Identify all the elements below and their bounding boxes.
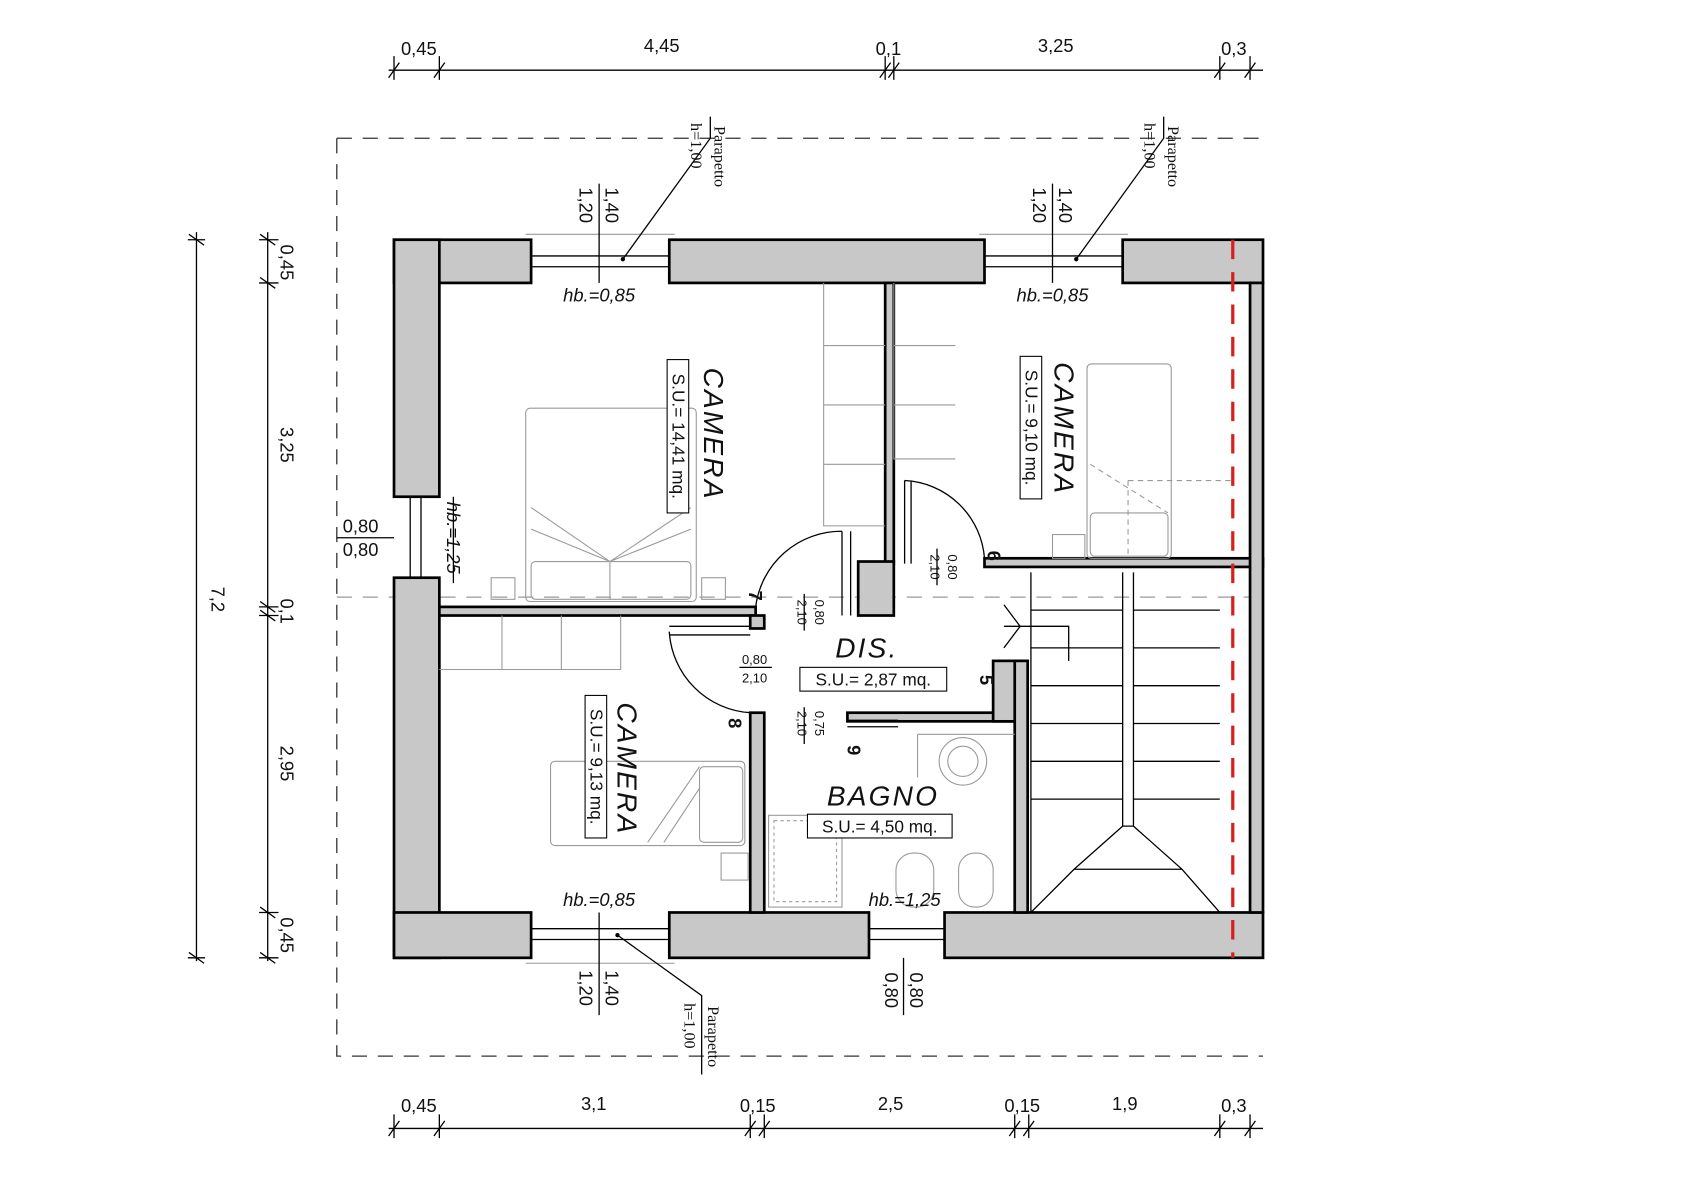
left-dimension-chain: 0,45 3,25 0,1 2,95 0,45 7,2	[187, 232, 298, 964]
room-area: S.U.= 14,41 mq.	[669, 374, 689, 499]
dim-label: 0,15	[1004, 1095, 1040, 1116]
room-area: S.U.= 4,50 mq.	[822, 817, 938, 837]
bottom-dimension-chain: 0,45 3,1 0,15 2,5 0,15 1,9 0,3	[388, 1093, 1263, 1139]
door-height: 2,10	[928, 554, 943, 579]
window-height: 0,80	[881, 972, 902, 1008]
dim-label: 0,45	[277, 917, 298, 953]
window-width: 1,40	[602, 187, 623, 223]
parapet-height: h=1,00	[687, 123, 705, 169]
window-width: 0,80	[906, 972, 927, 1008]
dim-label: 0,45	[277, 245, 298, 281]
room-name: CAMERA	[698, 368, 729, 501]
dim-label: 3,25	[1038, 35, 1074, 56]
windows	[409, 233, 1129, 964]
door-number: 7	[745, 591, 766, 601]
room-name: BAGNO	[827, 781, 939, 812]
parapet-label: Parapetto	[1164, 126, 1182, 187]
room-area: S.U.= 9,10 mq.	[1022, 370, 1042, 486]
dim-label: 0,3	[1221, 38, 1247, 59]
door-number: 6	[984, 551, 1005, 561]
doors	[668, 479, 986, 728]
window-width: 0,80	[343, 515, 379, 536]
door-number: 8	[725, 718, 746, 728]
parapet-label: Parapetto	[711, 126, 729, 187]
dim-label: 0,1	[876, 38, 902, 59]
window-height: 0,80	[343, 539, 379, 560]
room-name: DIS.	[835, 633, 898, 664]
furniture	[439, 282, 1231, 908]
door-height: 2,10	[795, 600, 810, 625]
dim-label: 1,9	[1112, 1093, 1138, 1114]
room-bagno: BAGNO S.U.= 4,50 mq.	[806, 781, 953, 839]
sill-height: hb.=0,85	[1017, 284, 1090, 305]
room-dis: DIS. S.U.= 2,87 mq.	[799, 633, 948, 692]
dim-label: 2,5	[878, 1093, 904, 1114]
door-width: 0,80	[742, 652, 767, 667]
sill-height: hb.=0,85	[563, 889, 636, 910]
dim-label: 4,45	[644, 35, 680, 56]
room-area: S.U.= 9,13 mq.	[586, 709, 606, 825]
room-name: CAMERA	[1049, 362, 1080, 495]
door-width: 0,75	[812, 711, 827, 736]
room-camera-3: CAMERA S.U.= 9,13 mq.	[584, 694, 642, 839]
walls	[392, 238, 1265, 960]
top-dimension-chain: 0,45 4,45 0,1 3,25 0,3	[388, 35, 1263, 80]
door-width: 0,80	[945, 554, 960, 579]
room-area: S.U.= 2,87 mq.	[815, 670, 931, 690]
door-height: 2,10	[795, 711, 810, 736]
parapet-height: h=1,00	[1140, 123, 1158, 169]
sill-height: hb.=1,25	[869, 889, 942, 910]
door-size-labels: 0,80 2,10 0,80 2,10 0,80 2,10 0,75 2,10	[739, 548, 960, 745]
door-height: 2,10	[742, 670, 767, 685]
window-annotations: hb.=0,85 hb.=0,85 hb.=0,85 hb.=1,25 hb.=…	[336, 116, 1182, 1075]
window-height: 1,20	[576, 187, 597, 223]
window-height: 1,20	[1029, 187, 1050, 223]
window-width: 1,40	[602, 970, 623, 1006]
parapet-label: Parapetto	[704, 1006, 722, 1067]
staircase	[1003, 572, 1221, 913]
dim-label: 0,15	[740, 1095, 776, 1116]
dim-label: 0,1	[277, 598, 298, 624]
parapet-height: h=1,00	[680, 1003, 698, 1049]
door-number: 5	[976, 675, 997, 685]
room-name: CAMERA	[611, 702, 642, 835]
dim-label: 0,3	[1221, 1095, 1247, 1116]
room-camera-2: CAMERA S.U.= 9,10 mq.	[1019, 355, 1080, 500]
dim-label: 0,45	[401, 1095, 437, 1116]
total-height-label: 7,2	[208, 587, 229, 613]
window-height: 1,20	[576, 970, 597, 1006]
dim-label: 0,45	[401, 38, 437, 59]
room-camera-1: CAMERA S.U.= 14,41 mq.	[666, 359, 729, 514]
sill-height: hb.=0,85	[563, 284, 636, 305]
dim-label: 3,25	[277, 427, 298, 463]
dim-label: 3,1	[581, 1093, 607, 1114]
window-width: 1,40	[1055, 187, 1076, 223]
lot-boundary	[336, 137, 1263, 1057]
door-number: 9	[843, 745, 864, 755]
door-width: 0,80	[812, 600, 827, 625]
dim-label: 2,95	[277, 746, 298, 782]
